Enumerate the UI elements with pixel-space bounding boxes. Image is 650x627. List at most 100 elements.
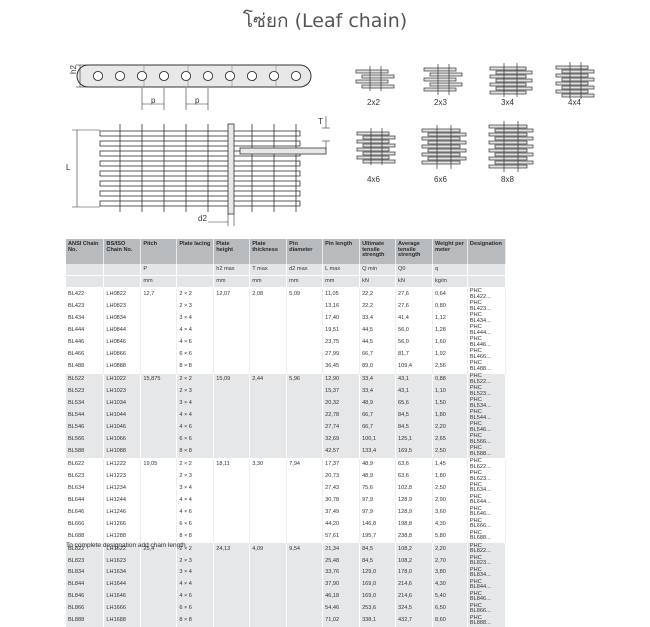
table-cell bbox=[213, 445, 251, 459]
table-cell: 8 × 8 bbox=[176, 360, 215, 374]
table-cell: BL588 bbox=[66, 445, 105, 459]
table-cell: PHC BL546... bbox=[467, 421, 507, 434]
table-cell bbox=[140, 579, 178, 592]
table-cell: 146,8 bbox=[359, 518, 397, 531]
table-cell: 1,10 bbox=[432, 385, 468, 398]
table-cell: 44,5 bbox=[359, 324, 397, 337]
table-cell bbox=[213, 324, 251, 337]
symbol-cell: T max bbox=[249, 264, 288, 276]
table-cell: 1,80 bbox=[432, 470, 468, 483]
table-cell: 4 × 6 bbox=[176, 421, 215, 434]
header-cell: Weight per meter bbox=[432, 239, 468, 264]
table-cell bbox=[249, 312, 288, 325]
table-cell: 2 × 2 bbox=[176, 457, 215, 471]
table-cell: 2 × 2 bbox=[176, 542, 215, 556]
table-cell bbox=[249, 336, 288, 349]
table-cell: 2,50 bbox=[432, 482, 468, 495]
unit-cell: mm bbox=[249, 275, 288, 289]
table-cell: 3,60 bbox=[432, 506, 468, 519]
table-cell: 3 × 4 bbox=[176, 397, 215, 410]
table-cell bbox=[140, 409, 178, 422]
table-cell bbox=[213, 336, 251, 349]
table-cell bbox=[249, 300, 288, 313]
table-cell bbox=[286, 421, 324, 434]
table-cell: 12,90 bbox=[322, 372, 361, 386]
table-cell: 9,54 bbox=[286, 542, 324, 556]
symbol-cell bbox=[66, 264, 105, 276]
table-cell: 432,7 bbox=[395, 615, 433, 627]
header-cell: Pin diameter bbox=[286, 239, 324, 264]
header-row: ANSI Chain No. BS/ISO Chain No. Pitch Pl… bbox=[66, 239, 507, 264]
table-cell: PHC BL422... bbox=[467, 287, 507, 301]
table-cell: 2 × 2 bbox=[176, 287, 215, 301]
table-cell: PHC BL534... bbox=[467, 397, 507, 410]
table-cell: 8 × 8 bbox=[176, 445, 215, 459]
table-cell: 43,1 bbox=[395, 385, 433, 398]
table-cell bbox=[140, 470, 178, 483]
table-cell: 66,7 bbox=[359, 348, 397, 361]
table-cell bbox=[249, 385, 288, 398]
table-cell bbox=[286, 409, 324, 422]
table-cell: BL523 bbox=[66, 385, 105, 398]
table-cell: 4 × 4 bbox=[176, 579, 215, 592]
table-cell bbox=[249, 579, 288, 592]
table-cell: 4 × 4 bbox=[176, 409, 215, 422]
table-cell: LH1044 bbox=[103, 409, 142, 422]
table-cell: LH0834 bbox=[103, 312, 142, 325]
table-cell: BL534 bbox=[66, 397, 105, 410]
table-cell bbox=[286, 385, 324, 398]
table-cell bbox=[286, 555, 324, 568]
table-cell: 56,0 bbox=[395, 336, 433, 349]
table-cell: 238,8 bbox=[395, 530, 433, 543]
table-cell bbox=[140, 518, 178, 531]
table-cell: 4,30 bbox=[432, 518, 468, 531]
table-cell: 2,90 bbox=[432, 494, 468, 507]
lacing-label-4x4: 4x4 bbox=[568, 98, 581, 107]
table-cell: 4,30 bbox=[432, 579, 468, 592]
dim-label-L: L bbox=[66, 163, 71, 172]
table-cell bbox=[140, 615, 178, 627]
table-cell bbox=[213, 494, 251, 507]
table-cell: 178,0 bbox=[395, 567, 433, 580]
dim-T bbox=[322, 116, 330, 150]
table-cell: 56,0 bbox=[395, 324, 433, 337]
table-cell: 2 × 3 bbox=[176, 300, 215, 313]
table-cell: PHC BL423... bbox=[467, 301, 507, 313]
header-cell: Average tensile strength bbox=[395, 239, 433, 264]
table-cell bbox=[249, 615, 288, 627]
table-cell: 4 × 4 bbox=[176, 494, 215, 507]
table-cell bbox=[249, 603, 288, 616]
table-cell bbox=[213, 312, 251, 325]
table-cell bbox=[140, 445, 178, 459]
table-cell: 0,88 bbox=[432, 372, 468, 386]
table-cell bbox=[140, 348, 178, 361]
table-cell bbox=[249, 409, 288, 422]
footnote: To complete designation add chain length bbox=[66, 542, 186, 549]
table-cell: BL644 bbox=[66, 494, 105, 507]
table-cell: 253,6 bbox=[359, 603, 397, 616]
dim-label-h2: h2 bbox=[69, 65, 78, 74]
table-cell: 13,16 bbox=[322, 300, 361, 313]
symbol-cell bbox=[103, 264, 142, 276]
table-cell: 169,0 bbox=[359, 591, 397, 604]
header-cell: BS/ISO Chain No. bbox=[103, 239, 142, 264]
table-cell: 198,8 bbox=[395, 518, 433, 531]
table-cell: PHC BL622... bbox=[467, 457, 507, 471]
table-cell bbox=[286, 591, 324, 604]
table-cell bbox=[286, 397, 324, 410]
table-cell: 27,6 bbox=[395, 300, 433, 313]
table-cell: PHC BL688... bbox=[467, 530, 507, 543]
header-cell: Plate thickness bbox=[249, 239, 288, 264]
dim-label-p2: p bbox=[195, 96, 200, 105]
table-cell bbox=[140, 336, 178, 349]
table-cell bbox=[286, 360, 324, 374]
symbol-cell: P bbox=[140, 264, 178, 276]
unit-cell: mm bbox=[322, 275, 361, 289]
